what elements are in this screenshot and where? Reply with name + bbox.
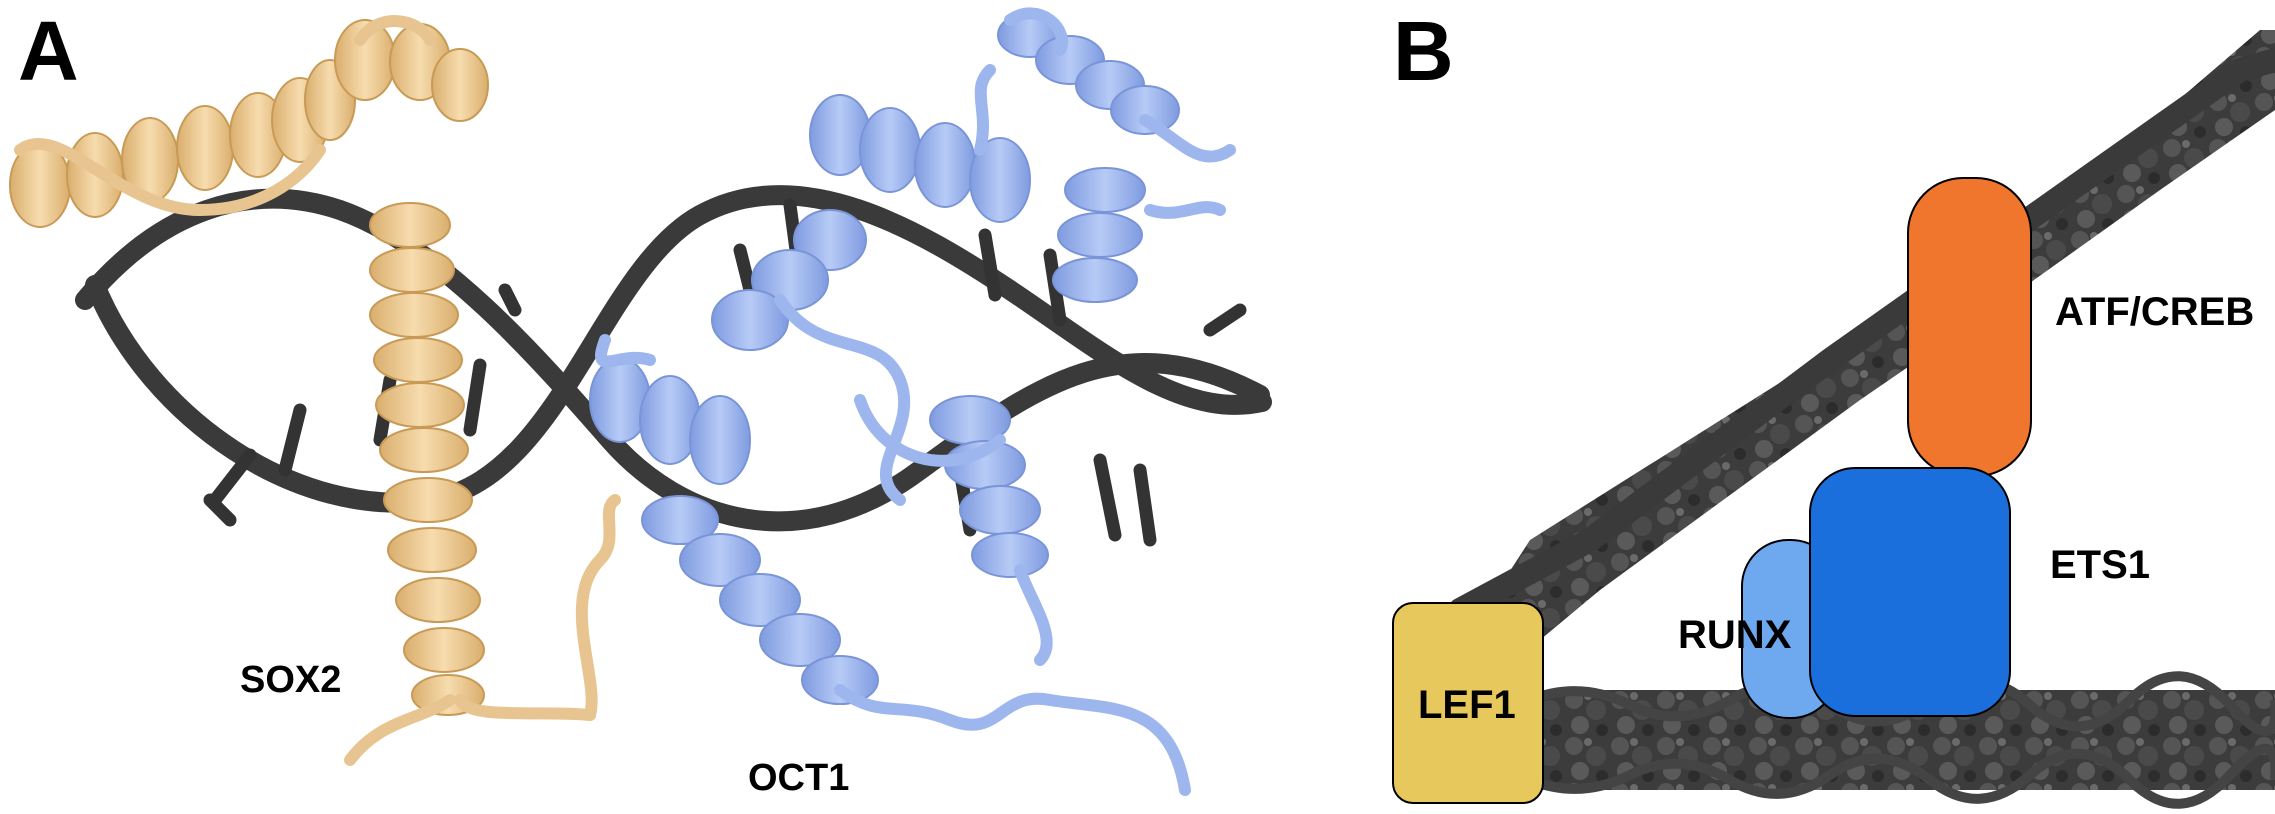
atf-creb-protein bbox=[1907, 177, 2032, 477]
oct1-protein-icon bbox=[589, 7, 1236, 796]
oct1-label: OCT1 bbox=[748, 757, 849, 799]
lef1-protein bbox=[1392, 602, 1544, 804]
ets1-protein bbox=[1809, 467, 2011, 717]
atf-creb-label: ATF/CREB bbox=[2055, 290, 2254, 334]
panel-a: A bbox=[9, 4, 1272, 799]
sox2-label: SOX2 bbox=[240, 659, 341, 701]
panel-b-letter: B bbox=[1393, 4, 1454, 98]
lef1-label: LEF1 bbox=[1418, 683, 1516, 727]
sox2-protein-icon bbox=[9, 15, 621, 766]
ets1-label: ETS1 bbox=[2050, 543, 2150, 587]
runx-label: RUNX bbox=[1678, 613, 1792, 657]
panel-a-letter: A bbox=[18, 4, 79, 98]
panel-b: B ATF/CREB ETS1 RUNX LEF1 bbox=[1392, 4, 2275, 809]
